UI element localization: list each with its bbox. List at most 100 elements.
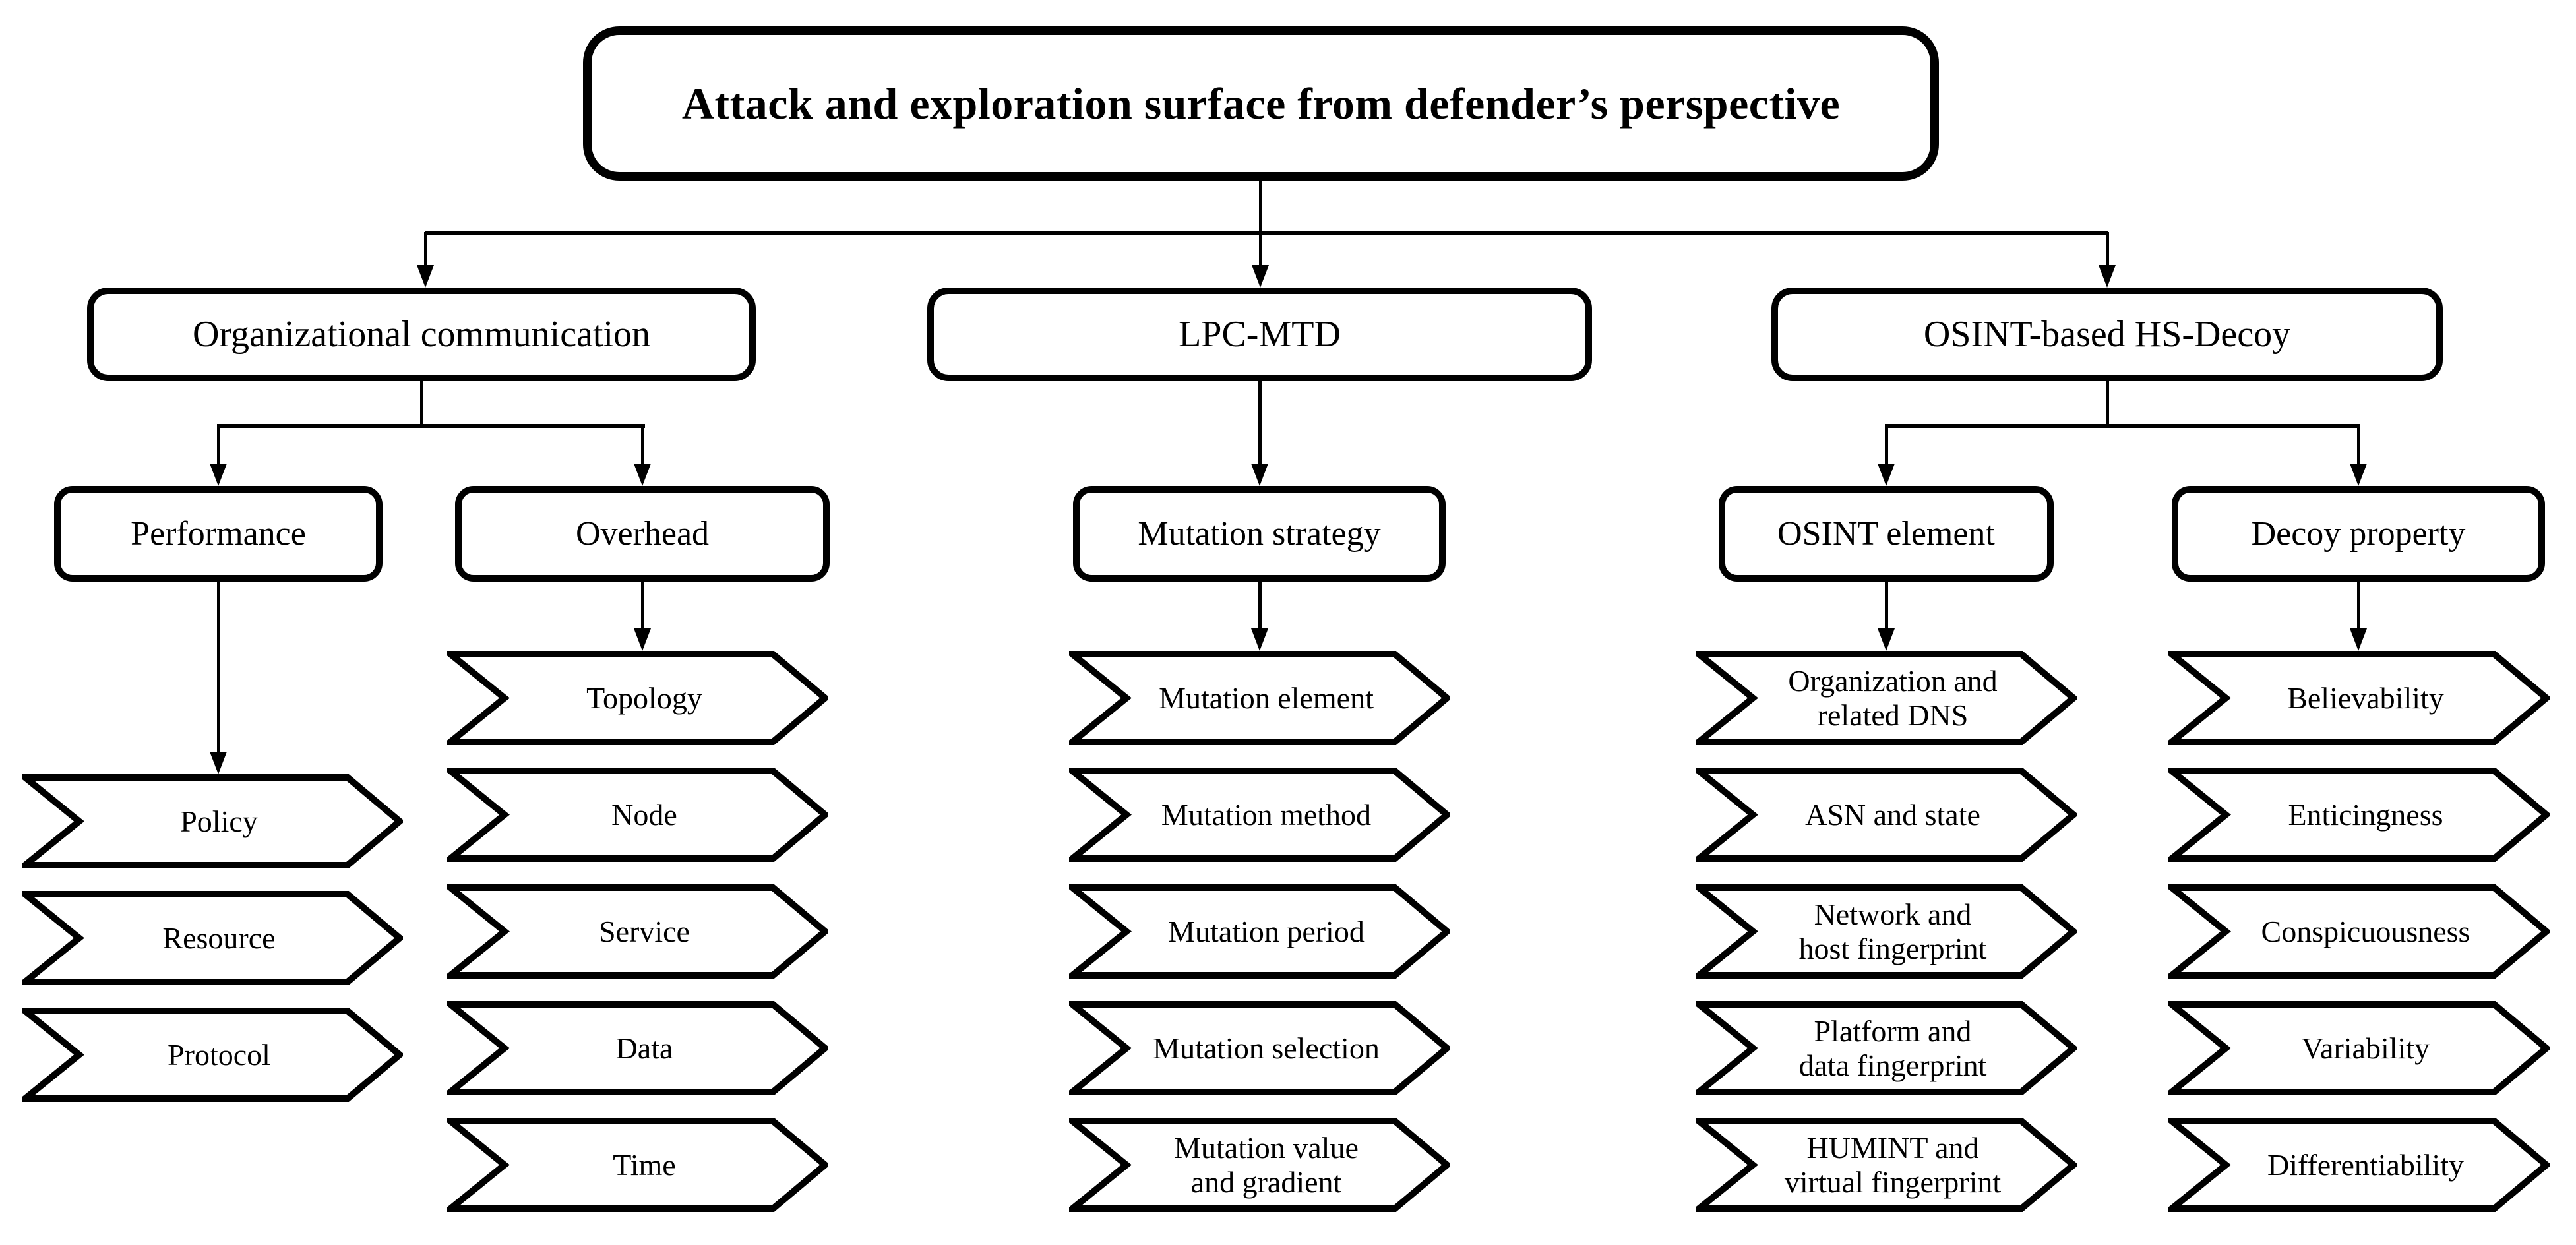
root-node-label: Attack and exploration surface from defe… — [681, 78, 1841, 129]
chevron-platform-data-fingerprint: Platform and data fingerprint — [1696, 1001, 2077, 1095]
chevron-protocol: Protocol — [22, 1008, 403, 1102]
chevron-shape — [1069, 884, 1450, 979]
chevron-shape — [1069, 768, 1450, 862]
subbranch-osint-element: OSINT element — [1719, 486, 2054, 582]
branch-organizational-communication: Organizational communication — [87, 288, 756, 381]
chevron-label: Conspicuousness — [2261, 914, 2470, 948]
chevron-mutation-period: Mutation period — [1069, 884, 1450, 979]
chevron-differentiability: Differentiability — [2168, 1118, 2550, 1212]
chevron-organization-related-dns: Organization and related DNS — [1696, 651, 2077, 745]
chevron-shape — [1696, 1001, 2077, 1095]
branch-label: Organizational communication — [192, 314, 651, 355]
connector-to-branch-1 — [424, 232, 427, 266]
chevron-label: Network and host fingerprint — [1798, 897, 1987, 965]
connector-mutation-list — [1258, 582, 1262, 628]
subbranch-label: Mutation strategy — [1138, 515, 1381, 553]
chevron-label: Mutation element — [1159, 681, 1374, 715]
chevron-label: Policy — [180, 804, 258, 838]
connector-to-osint-element — [1885, 426, 1888, 464]
chevron-label: Time — [613, 1147, 676, 1182]
chevron-label: Topology — [586, 681, 702, 715]
subbranch-overhead: Overhead — [455, 486, 830, 582]
subbranch-decoy-property: Decoy property — [2172, 486, 2545, 582]
arrowhead-mutation-list — [1251, 628, 1268, 651]
arrowhead-mutation-strategy — [1251, 464, 1268, 486]
chevron-label: ASN and state — [1805, 797, 1980, 832]
chevron-label: Data — [615, 1031, 673, 1065]
subbranch-label: OSINT element — [1777, 515, 1995, 553]
chevron-shape — [447, 768, 828, 862]
arrowhead-branch-2 — [1252, 265, 1269, 288]
chevron-service: Service — [447, 884, 828, 979]
connector-root-bar — [425, 231, 2108, 235]
connector-osint-stub — [2106, 381, 2109, 426]
chevron-label: Node — [611, 797, 677, 832]
arrowhead-osint-list — [1878, 628, 1895, 651]
connector-osint-bar — [1885, 424, 2360, 428]
chevron-mutation-method: Mutation method — [1069, 768, 1450, 862]
chevron-shape — [2168, 1001, 2550, 1095]
connector-orgcomm-bar — [217, 424, 645, 428]
chevron-conspicuousness: Conspicuousness — [2168, 884, 2550, 979]
chevron-resource: Resource — [22, 891, 403, 985]
arrowhead-performance — [210, 464, 227, 486]
chevron-shape — [2168, 1118, 2550, 1212]
chevron-shape — [22, 1008, 403, 1102]
branch-label: OSINT-based HS-Decoy — [1923, 314, 2291, 355]
arrowhead-decoy-property — [2350, 464, 2367, 486]
chevron-shape — [2168, 651, 2550, 745]
arrowhead-branch-1 — [417, 265, 434, 288]
chevron-shape — [447, 651, 828, 745]
connector-to-performance — [217, 426, 220, 464]
connector-to-decoy-property — [2357, 426, 2360, 464]
chevron-data: Data — [447, 1001, 828, 1095]
chevron-shape — [447, 884, 828, 979]
chevron-label: Mutation method — [1161, 797, 1372, 832]
chevron-shape — [1696, 768, 2077, 862]
chevron-mutation-value-gradient: Mutation value and gradient — [1069, 1118, 1450, 1212]
chevron-label: Believability — [2287, 681, 2444, 715]
subbranch-mutation-strategy: Mutation strategy — [1073, 486, 1446, 582]
connector-osint-list — [1885, 582, 1888, 628]
chevron-shape — [1069, 1001, 1450, 1095]
chevron-time: Time — [447, 1118, 828, 1212]
chevron-humint-virtual-fingerprint: HUMINT and virtual fingerprint — [1696, 1118, 2077, 1212]
chevron-shape — [2168, 884, 2550, 979]
chevron-label: Mutation selection — [1153, 1031, 1380, 1065]
connector-root-stub — [1259, 179, 1262, 234]
connector-to-branch-3 — [2106, 232, 2109, 266]
arrowhead-decoy-list — [2350, 628, 2367, 651]
subbranch-label: Overhead — [575, 515, 710, 553]
chevron-believability: Believability — [2168, 651, 2550, 745]
chevron-label: Service — [599, 914, 690, 948]
chevron-shape — [22, 891, 403, 985]
root-node: Attack and exploration surface from defe… — [583, 26, 1939, 181]
arrowhead-overhead — [634, 464, 651, 486]
chevron-topology: Topology — [447, 651, 828, 745]
chevron-label: Differentiability — [2267, 1147, 2465, 1182]
chevron-asn-and-state: ASN and state — [1696, 768, 2077, 862]
chevron-shape — [447, 1118, 828, 1212]
connector-to-branch-2 — [1259, 235, 1262, 266]
chevron-label: Platform and data fingerprint — [1798, 1014, 1987, 1082]
chevron-label: Mutation value and gradient — [1174, 1130, 1359, 1199]
arrowhead-osint-element — [1878, 464, 1895, 486]
chevron-label: Mutation period — [1168, 914, 1365, 948]
chevron-shape — [2168, 768, 2550, 862]
branch-osint-hs-decoy: OSINT-based HS-Decoy — [1771, 288, 2443, 381]
chevron-label: Enticingness — [2288, 797, 2443, 832]
chevron-shape — [1696, 1118, 2077, 1212]
chevron-shape — [1069, 651, 1450, 745]
arrowhead-performance-list — [210, 752, 227, 774]
chevron-shape — [1696, 884, 2077, 979]
chevron-shape — [1069, 1118, 1450, 1212]
connector-decoy-list — [2357, 582, 2360, 628]
chevron-network-host-fingerprint: Network and host fingerprint — [1696, 884, 2077, 979]
chevron-label: Organization and related DNS — [1788, 663, 1998, 732]
connector-to-overhead — [641, 426, 644, 464]
subbranch-label: Decoy property — [2251, 515, 2466, 553]
subbranch-performance: Performance — [54, 486, 383, 582]
chevron-label: HUMINT and virtual fingerprint — [1784, 1130, 2002, 1199]
chevron-label: Protocol — [168, 1037, 270, 1072]
connector-orgcomm-stub — [420, 381, 423, 426]
